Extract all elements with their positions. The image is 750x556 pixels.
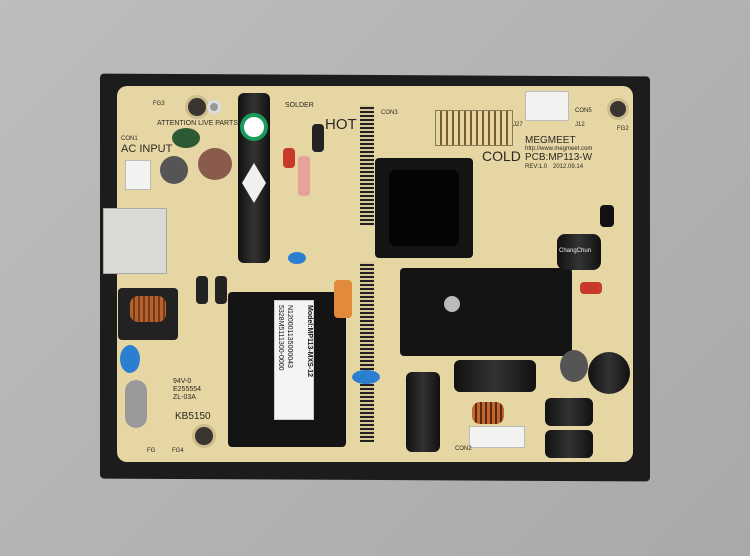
thermistor	[198, 148, 232, 180]
ground-lug	[125, 380, 147, 428]
fg2-label: FG2	[617, 126, 629, 132]
fg4-label: FG4	[172, 448, 184, 454]
orange-capacitor	[334, 280, 352, 318]
model-sticker: Model:MP113-MXS-12 N120001135000043 5328…	[274, 300, 314, 420]
url-label: http://www.megmeet.com	[525, 146, 593, 152]
electrolytic-capacitor	[545, 398, 593, 426]
electrolytic-capacitor	[560, 350, 588, 382]
connector-con5[interactable]	[525, 91, 569, 121]
ul-file: E255554	[173, 386, 202, 393]
electrolytic-capacitor: ChangChun	[557, 234, 601, 270]
pcb-model-label: PCB:MP113-W	[525, 152, 593, 163]
connector-ac-input[interactable]	[125, 160, 151, 190]
con1-label: CON1	[121, 136, 138, 142]
sticker-code: 5328M5111300-0000	[277, 305, 284, 371]
capacitor-c2	[283, 148, 295, 168]
j27-label: J27	[513, 122, 523, 128]
electrolytic-capacitor	[545, 430, 593, 458]
con5-label: CON5	[575, 108, 592, 114]
con3-label: CON3	[381, 110, 398, 116]
ceramic-capacitor	[288, 252, 306, 264]
mounting-hole	[607, 98, 629, 120]
y-capacitor	[352, 370, 380, 384]
inductor	[472, 402, 504, 424]
main-transformer	[375, 158, 473, 258]
resistor-r22	[298, 156, 310, 196]
sticker-model: Model:MP113-MXS-12	[306, 305, 313, 377]
diode	[215, 276, 227, 304]
ul-rating: 94V-0	[173, 378, 192, 385]
screw-post	[207, 100, 221, 114]
attention-text: ATTENTION LIVE PARTS	[157, 120, 238, 127]
fg-label: FG	[147, 448, 156, 454]
ac-input-label: AC INPUT	[121, 143, 173, 155]
mounting-hole	[192, 424, 216, 448]
x-capacitor	[103, 208, 167, 274]
pin-header	[435, 110, 513, 146]
electrolytic-capacitor	[454, 360, 536, 392]
hot-label: HOT	[325, 116, 357, 133]
diode	[312, 124, 324, 152]
screw	[444, 296, 460, 312]
diode	[196, 276, 208, 304]
fg3-label: FG3	[153, 101, 165, 107]
j12-label: J12	[575, 122, 585, 128]
rev-label: REV:1.0	[525, 164, 548, 170]
sticker-serial: N120001135000043	[286, 305, 293, 368]
con2-label: CON2	[455, 446, 472, 452]
electrolytic-capacitor	[588, 352, 630, 394]
ul-code: ZL-03A	[173, 394, 196, 401]
bulk-capacitor	[238, 93, 270, 263]
green-e-sticker	[240, 113, 268, 141]
kb-label: KB5150	[175, 411, 211, 422]
heatsink-secondary	[400, 268, 572, 356]
solder-label: SOLDER	[285, 102, 314, 109]
transformer-core	[389, 170, 459, 246]
brand-label: MEGMEET	[525, 135, 576, 146]
date-label: 2012.09.14	[553, 164, 584, 170]
cold-label: COLD	[482, 148, 521, 164]
fuse-holder	[160, 156, 188, 184]
common-mode-choke	[118, 288, 178, 340]
varistor	[172, 128, 200, 148]
copper-winding	[130, 296, 166, 322]
mounting-hole	[185, 95, 209, 119]
capacitor-brand: ChangChun	[559, 248, 592, 254]
resistor	[580, 282, 602, 294]
y-capacitor	[120, 345, 140, 373]
isolation-slot	[360, 262, 374, 442]
transistor	[600, 205, 614, 227]
electrolytic-capacitor	[406, 372, 440, 452]
connector-con2[interactable]	[469, 426, 525, 448]
green-sticker	[242, 163, 266, 203]
isolation-slot	[360, 105, 374, 225]
